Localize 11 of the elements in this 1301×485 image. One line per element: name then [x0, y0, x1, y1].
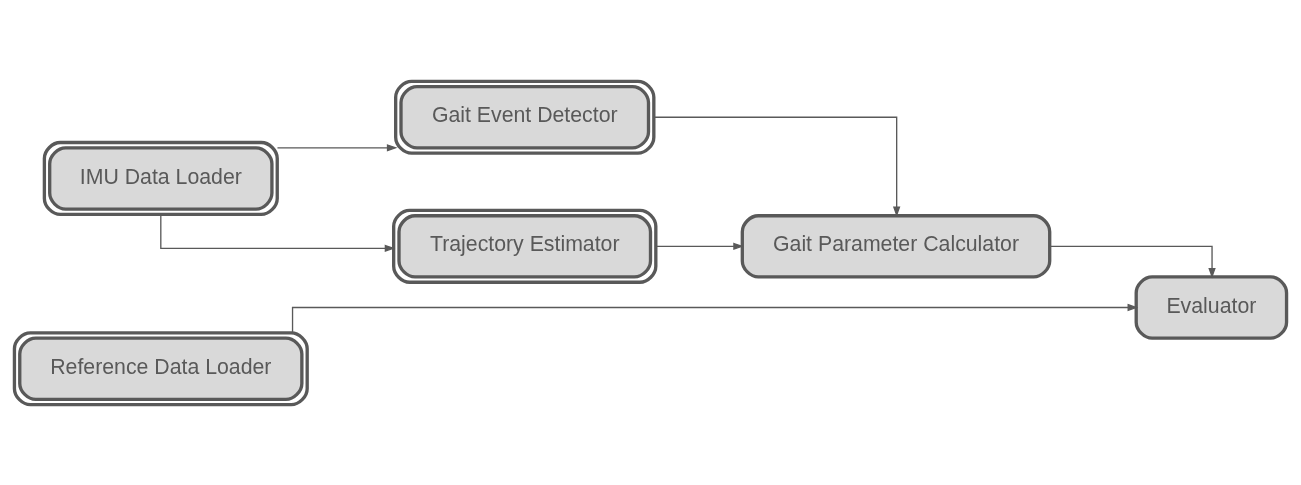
arrow [653, 116, 901, 217]
arrow [276, 143, 398, 152]
node-box: Gait Parameter Calculator [740, 213, 1052, 279]
arrow [1049, 245, 1216, 279]
node-box: Trajectory Estimator [392, 208, 658, 284]
arrow [291, 303, 1139, 333]
node-box: Reference Data Loader [12, 330, 309, 406]
node-box: IMU Data Loader [42, 140, 279, 216]
node-box: Gait Event Detector [394, 79, 656, 155]
arrow [655, 242, 744, 250]
node-box: Evaluator [1134, 274, 1289, 340]
